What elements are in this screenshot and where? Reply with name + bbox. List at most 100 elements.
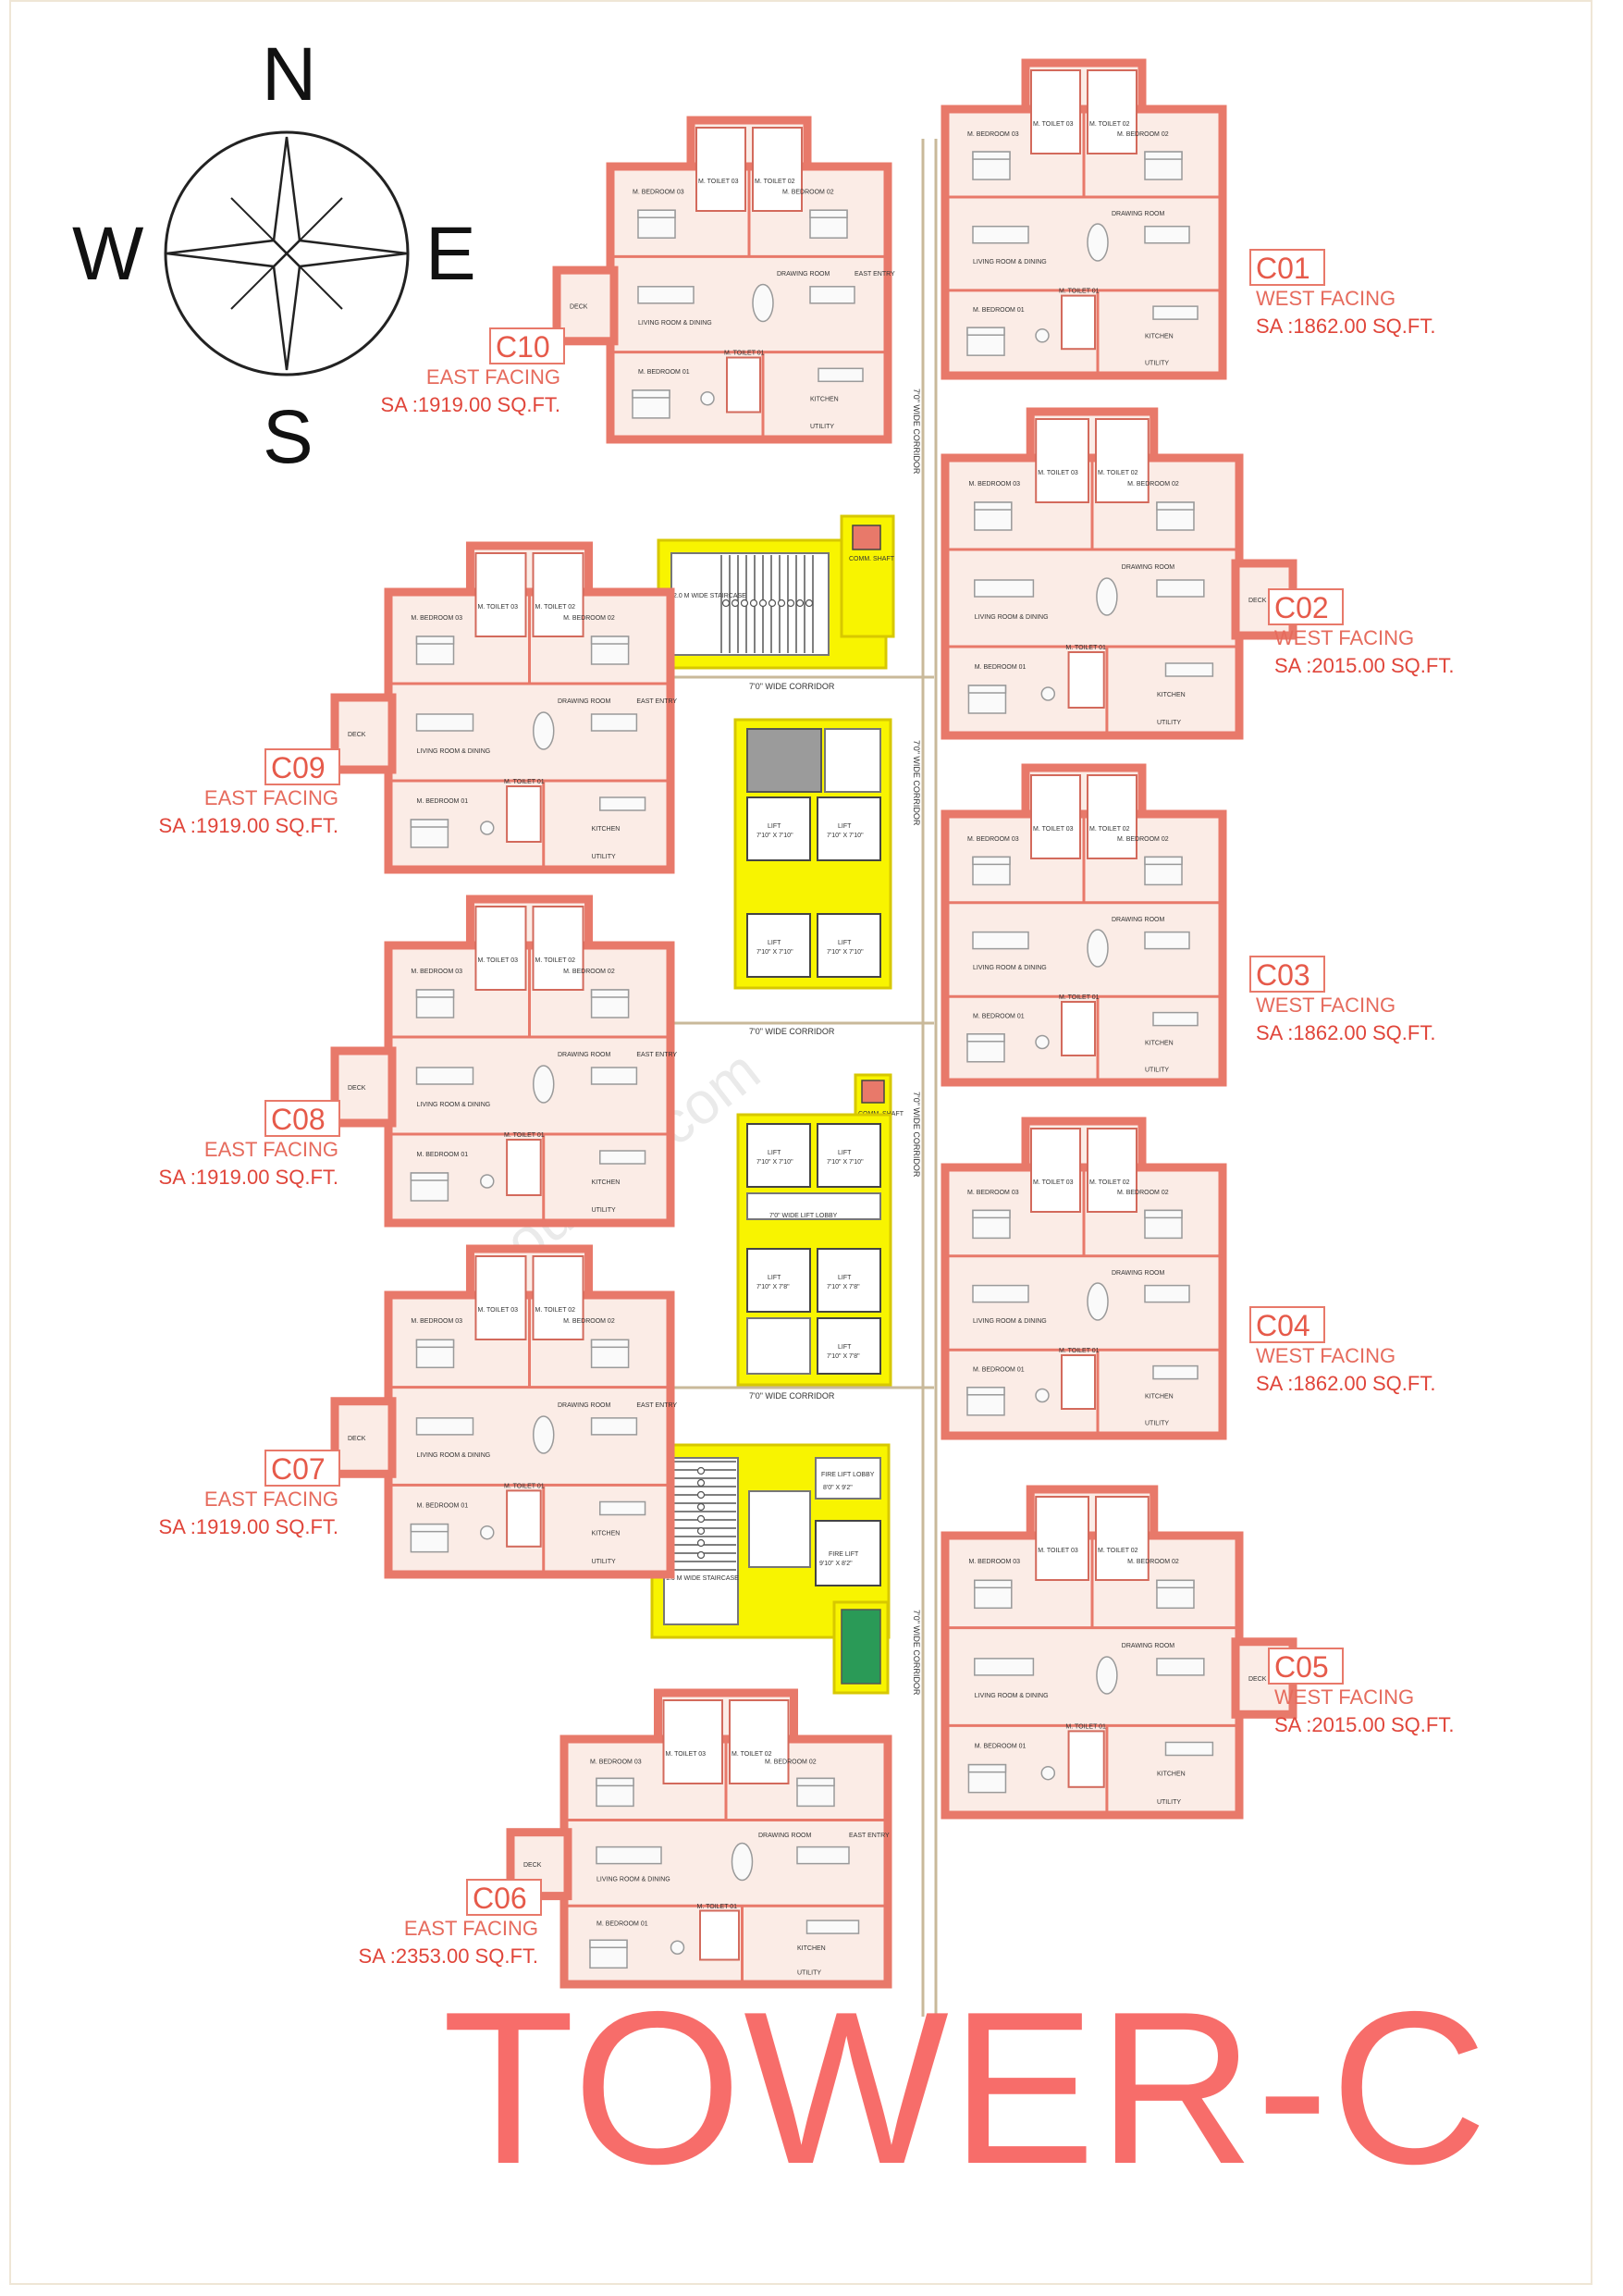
unit-code: C10 [496,330,550,364]
chair-icon [480,1524,495,1540]
room-label: M. BEDROOM 02 [563,1318,615,1325]
lift-label: LIFT [768,1150,781,1156]
unit-area: SA :2353.00 SQ.FT. [359,1944,538,1968]
dining-table-icon [752,283,774,323]
compass-west-point-icon [166,239,289,268]
room-label: DECK [348,732,366,738]
dining-table-icon [1087,929,1109,968]
room-label: LIVING ROOM & DINING [975,614,1049,621]
pillow-icon [967,685,1007,694]
room-label: EAST ENTRY [636,1052,677,1058]
kitchen-counter-icon [599,796,646,811]
deck-outline [552,265,619,346]
staircase-label: 2.0 M WIDE STAIRCASE [673,593,746,599]
room-label: M. BEDROOM 02 [765,1759,817,1766]
room-label: UTILITY [1145,1067,1169,1073]
pillow-icon [589,1939,628,1949]
pillow-icon [637,209,676,218]
unit-code-box [489,327,565,364]
compass-east-point-icon [285,239,408,268]
staircase-label: 1.5 M WIDE STAIRCASE [666,1575,739,1582]
room-label: KITCHEN [592,1531,621,1537]
room-label: DRAWING ROOM [1112,211,1164,217]
corridor-label: 7'0" WIDE CORRIDOR [749,1391,835,1401]
pillow-icon [415,1339,455,1349]
lift-label: LIFT [838,1150,852,1156]
corridor-label: 7'0" WIDE CORRIDOR [912,1092,921,1178]
unit-facing: EAST FACING [426,365,560,389]
sofa-icon [974,1658,1035,1676]
room-label: M. TOILET 03 [1033,121,1074,128]
sofa-icon [590,1067,638,1085]
room-label: DRAWING ROOM [1112,1270,1164,1277]
room-label: KITCHEN [1157,692,1186,698]
chair-icon [480,1174,495,1189]
room-label: M. TOILET 03 [477,604,518,611]
room-label: M. TOILET 02 [1089,826,1130,833]
unit-area: SA :2015.00 SQ.FT. [1274,654,1454,677]
room-label: M. TOILET 02 [732,1751,772,1758]
room-label: KITCHEN [810,397,839,403]
toilet [662,1699,723,1784]
lift-size: 7'10" X 7'8" [827,1353,860,1360]
pillow-icon [972,856,1011,866]
pillow-icon [1144,1209,1183,1219]
room-label: DECK [1248,598,1267,604]
unit-code-box [1268,1648,1344,1685]
pillow-icon [410,819,449,828]
chair-icon [480,821,495,835]
stair-arrow-icon [731,599,740,608]
toilet [1087,69,1137,154]
chair-icon [1035,1034,1050,1050]
deck-outline [330,1046,397,1128]
room-label: M. TOILET 01 [1065,1723,1106,1730]
toilet [474,552,527,637]
room-label: UTILITY [1145,360,1169,366]
room-label: LIVING ROOM & DINING [596,1877,670,1883]
pillow-icon [1144,151,1183,160]
room-label: UTILITY [1145,1420,1169,1426]
toilet [506,785,542,843]
room-label: DRAWING ROOM [1122,1643,1174,1649]
unit-code-box [1249,249,1325,286]
toilet [1067,651,1105,709]
kitchen-counter-icon [1152,305,1199,320]
unit-area: SA :1862.00 SQ.FT. [1256,315,1435,338]
compass-south-point-icon [272,252,301,371]
chair-icon [1035,1388,1050,1403]
room-label: M. BEDROOM 02 [1127,1559,1179,1565]
lift-label: LIFT [838,940,852,946]
stair-arrow-icon [768,599,777,608]
room-label: M. TOILET 01 [697,1904,738,1910]
toilet [695,127,746,212]
room-label: M. TOILET 03 [1033,826,1074,833]
lift-label: LIFT [768,1275,781,1281]
dining-table-icon [1096,577,1118,616]
room-label: EAST ENTRY [849,1833,890,1839]
room-label: EAST ENTRY [636,1402,677,1409]
pillow-icon [590,636,630,645]
unit-code: C09 [271,751,326,784]
room-label: M. TOILET 02 [1098,470,1138,476]
room-label: M. TOILET 03 [477,957,518,964]
room-label: M. BEDROOM 01 [596,1920,648,1927]
room-label: M. TOILET 02 [1089,1179,1130,1186]
room-label: M. BEDROOM 01 [973,1013,1025,1019]
room-label: KITCHEN [1145,1393,1174,1400]
unit-code-box [466,1879,542,1916]
toilet [752,127,803,212]
room-label: DECK [570,303,588,310]
sofa-icon [1156,579,1205,598]
unit-code-box [1249,956,1325,993]
room-label: M. TOILET 03 [477,1307,518,1314]
room-label: M. BEDROOM 02 [563,969,615,975]
stair-arrow-icon [696,1550,706,1560]
toilet [1067,1730,1105,1788]
toilet [726,356,761,414]
pillow-icon [415,636,455,645]
stair-arrow-icon [696,1514,706,1524]
